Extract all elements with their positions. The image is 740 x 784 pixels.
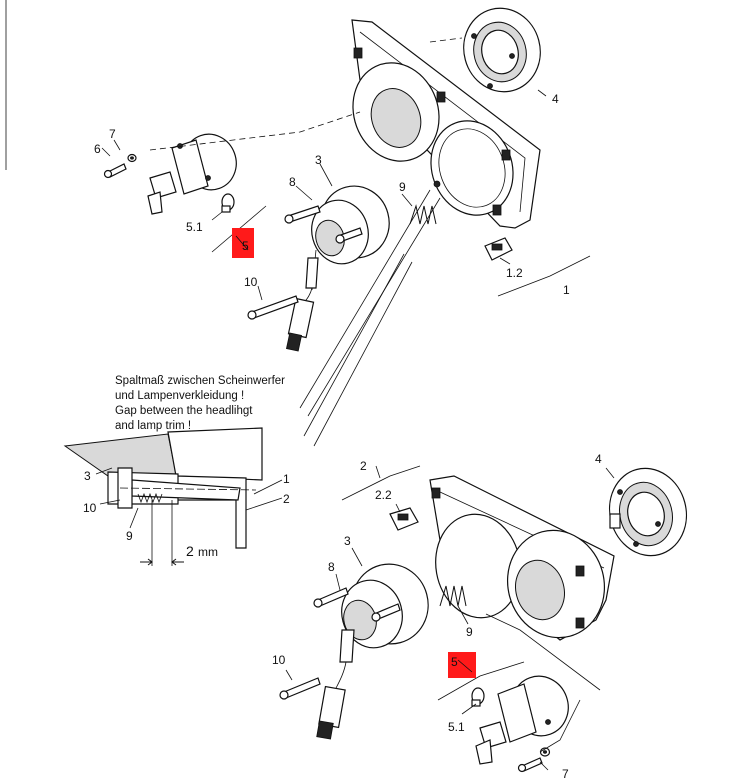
gap-note-line-2: und Lampenverkleidung ! [115,390,244,402]
top-lamp-trim-housing [351,19,541,229]
bottom-assembly [279,465,688,773]
gap-note-line-1: Spaltmaß zwischen Scheinwerfer [115,375,285,387]
top-label-8: 8 [289,175,296,189]
bottom-label-5-1: 5.1 [448,720,465,734]
bottom-lamp-trim-housing [429,475,615,641]
gap-detail-section [63,427,283,566]
bottom-headlight-unit [339,563,429,663]
top-label-3: 3 [315,153,322,167]
bottom-label-8: 8 [328,560,335,574]
detail-label-2: 2 [283,492,290,506]
bottom-highlight-part-5 [448,652,476,678]
detail-label-10: 10 [83,501,97,515]
bottom-screws-8 [313,587,401,622]
top-long-screw-10 [247,295,299,320]
bottom-label-2: 2 [360,459,367,473]
bottom-label-2-2: 2.2 [375,488,392,502]
bottom-label-10: 10 [272,653,286,667]
top-spring-9 [409,204,437,225]
bottom-screw-washer-7 [517,747,551,773]
bottom-bulb-socket [475,675,569,765]
top-bulb-socket [147,133,237,215]
bottom-label-9: 9 [466,625,473,639]
top-label-6: 6 [94,142,101,156]
top-label-10: 10 [244,275,258,289]
bottom-label-4: 4 [595,452,602,466]
top-connector-plug [285,287,315,352]
top-label-1-2: 1.2 [506,266,523,280]
top-label-9: 9 [399,180,406,194]
top-assembly [101,7,591,447]
top-mounting-ring [463,7,541,93]
bottom-spring-9 [439,585,467,607]
top-screws-8 [284,205,363,244]
top-label-5: 5 [242,239,249,253]
gap-dimension-unit: mm [198,545,218,559]
bottom-clip-2-2 [389,507,419,531]
detail-label-1: 1 [283,472,290,486]
bottom-label-7: 7 [562,767,569,781]
detail-label-9: 9 [126,529,133,543]
bottom-mounting-ring [608,467,688,557]
top-highlight-part-5 [232,228,254,258]
top-label-4: 4 [552,92,559,106]
top-bulb-5-1 [221,193,235,213]
top-label-5-1: 5.1 [186,220,203,234]
gap-note-line-3: Gap between the headlihgt [115,405,253,417]
bottom-long-screw-10 [279,677,321,700]
bottom-connector-plug [316,661,347,740]
gap-note-line-4: and lamp trim ! [115,420,191,432]
bottom-label-5: 5 [451,655,458,669]
top-clip-1-2 [484,237,513,261]
gap-dimension-value: 2 [186,543,194,559]
bottom-label-3: 3 [344,534,351,548]
top-screw-6-washer-7 [103,153,137,179]
top-label-7: 7 [109,127,116,141]
bottom-bulb-5-1 [471,687,485,707]
detail-label-3: 3 [84,469,91,483]
top-label-1: 1 [563,283,570,297]
